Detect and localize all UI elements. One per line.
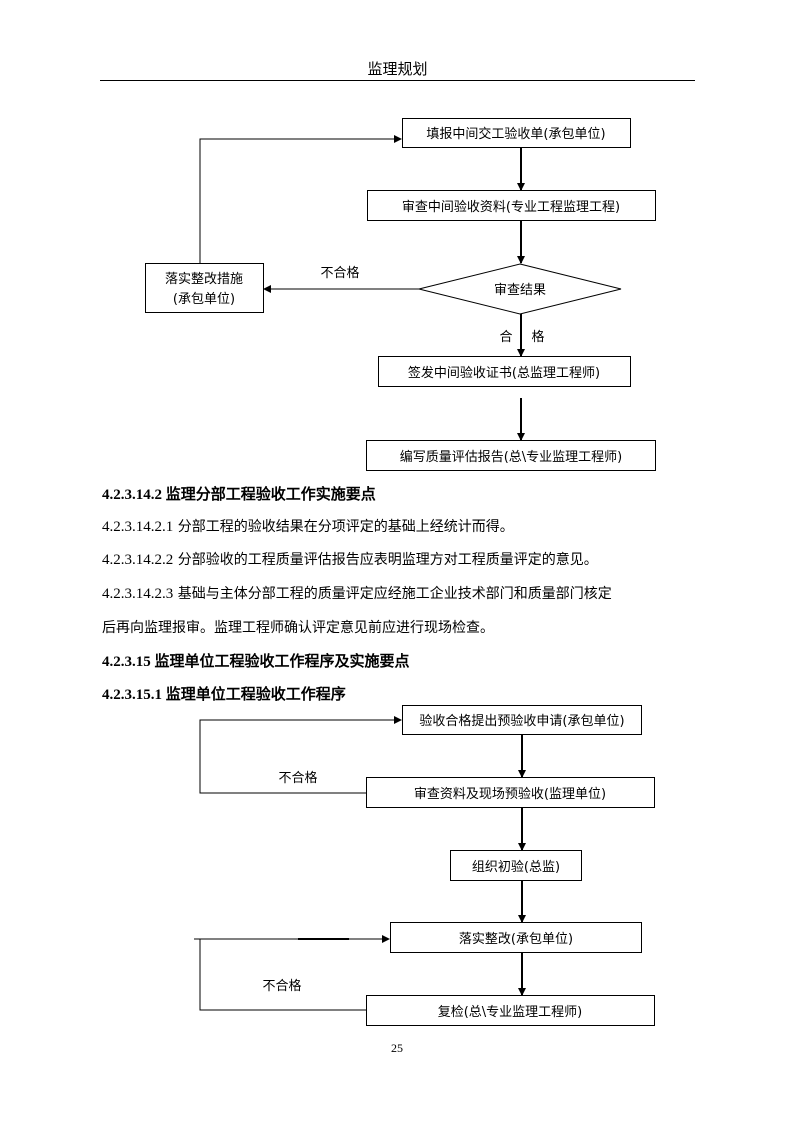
write-report-box	[366, 440, 656, 471]
review-site-label: 审查资料及现场预验收(监理单位)	[414, 786, 606, 802]
paragraph-4-2-3-14-2-3: 4.2.3.14.2.3 基础与主体分部工程的质量评定应经施工企业技术部门和质量…	[102, 583, 612, 603]
paragraph-text: 分部工程的验收结果在分项评定的基础上经统计而得。	[173, 519, 514, 535]
recheck-box	[366, 995, 655, 1026]
paragraph-number: 4.2.3.14.2.2	[102, 552, 174, 568]
review-site-box	[366, 777, 655, 808]
flowchart-intermediate-acceptance: 填报中间交工验收单(承包单位) 审查中间验收资料(专业工程监理工程) 审查结果 …	[145, 118, 656, 471]
rectify-measures-line1: 落实整改措施	[165, 272, 243, 287]
apply-label: 验收合格提出预验收申请(承包单位)	[419, 713, 624, 729]
issue-cert-label: 签发中间验收证书(总监理工程师)	[408, 365, 600, 381]
page-number: 25	[391, 1041, 403, 1055]
paragraph-4-2-3-14-2-1: 4.2.3.14.2.1 分部工程的验收结果在分项评定的基础上经统计而得。	[102, 516, 514, 536]
paragraph-4-2-3-14-2-3-cont: 后再向监理报审。监理工程师确认评定意见前应进行现场检查。	[102, 620, 494, 636]
header-title: 监理规划	[367, 60, 428, 78]
heading-4-2-3-15-1: 4.2.3.15.1 监理单位工程验收工作程序	[102, 687, 346, 703]
review-docs-box	[367, 190, 656, 221]
recheck-label: 复检(总\专业监理工程师)	[438, 1005, 583, 1020]
header-rule	[100, 80, 695, 81]
fill-form-label: 填报中间交工验收单(承包单位)	[426, 126, 605, 142]
pass-label-2: 格	[531, 329, 544, 345]
paragraph-4-2-3-14-2-2: 4.2.3.14.2.2 分部验收的工程质量评估报告应表明监理方对工程质量评定的…	[102, 549, 598, 569]
write-report-label: 编写质量评估报告(总\专业监理工程师)	[400, 450, 623, 465]
heading-4-2-3-14-2: 4.2.3.14.2 监理分部工程验收工作实施要点	[102, 487, 376, 503]
review-docs-label: 审查中间验收资料(专业工程监理工程)	[402, 199, 620, 215]
rectify-label: 落实整改(承包单位)	[459, 932, 573, 947]
initial-check-box	[450, 850, 582, 881]
fail-label-1: 不合格	[278, 770, 317, 786]
issue-cert-box	[378, 356, 631, 387]
flowchart-unit-acceptance: 验收合格提出预验收申请(承包单位) 审查资料及现场预验收(监理单位) 组织初验(…	[194, 705, 655, 1026]
apply-box	[402, 705, 642, 735]
rectify-measures-box	[145, 263, 264, 313]
rectify-box	[390, 922, 642, 953]
fail-label: 不合格	[320, 265, 359, 281]
initial-check-label: 组织初验(总监)	[472, 859, 560, 875]
paragraph-text: 分部验收的工程质量评估报告应表明监理方对工程质量评定的意见。	[173, 552, 598, 568]
review-result-label: 审查结果	[494, 283, 546, 298]
fail-label-2: 不合格	[262, 978, 301, 994]
paragraph-number: 4.2.3.14.2.1	[102, 519, 174, 535]
rectify-measures-line2: (承包单位)	[173, 292, 235, 307]
paragraph-number: 4.2.3.14.2.3	[102, 586, 174, 602]
fill-form-box	[402, 118, 631, 148]
paragraph-text: 基础与主体分部工程的质量评定应经施工企业技术部门和质量部门核定	[173, 586, 612, 602]
arrow-rectify-loop-back	[199, 135, 402, 263]
heading-4-2-3-15: 4.2.3.15 监理单位工程验收工作程序及实施要点	[102, 654, 410, 670]
pass-label-1: 合	[499, 330, 512, 345]
arrow-recheck-fail-loop	[199, 935, 390, 1011]
arrow-review-fail-loop	[199, 716, 402, 794]
